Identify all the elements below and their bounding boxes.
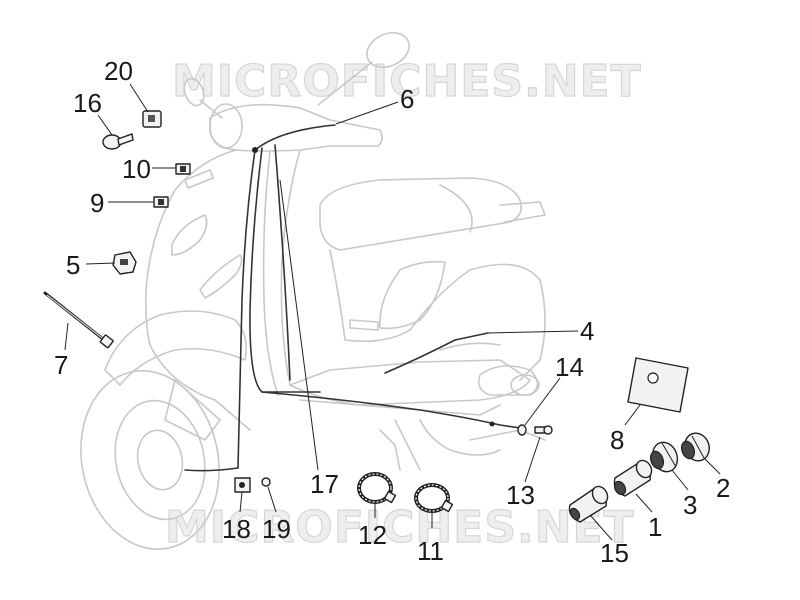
part-10-clip [175, 163, 191, 175]
part-16-screw [102, 133, 134, 150]
watermark-top: MICROFICHES.NET [172, 56, 642, 107]
callout-2: 2 [716, 473, 730, 503]
part-7-cable-tie [43, 291, 114, 349]
scooter-outline [80, 31, 546, 550]
callout-9: 9 [90, 188, 104, 218]
part-1-adjuster [613, 459, 653, 497]
part-13-bolt [517, 424, 553, 436]
part-3-nut [649, 441, 679, 473]
callout-12: 12 [358, 520, 387, 550]
callout-14: 14 [555, 352, 584, 382]
callout-3: 3 [683, 490, 697, 520]
part-15-sleeve [568, 485, 609, 523]
callout-5: 5 [66, 250, 80, 280]
callout-18: 18 [222, 514, 251, 544]
part-20-clip [142, 110, 162, 128]
part-9-clip [153, 196, 169, 208]
callout-7: 7 [54, 350, 68, 380]
watermark-bottom: MICROFICHES.NET [165, 502, 635, 553]
leader-lines [64, 83, 721, 541]
callout-10: 10 [122, 154, 151, 184]
part-19-washer [261, 477, 271, 487]
callout-16: 16 [73, 88, 102, 118]
callout-8: 8 [610, 425, 624, 455]
part-8-pad [627, 357, 689, 413]
callout-labels: 20 16 10 9 5 7 6 4 14 8 2 3 1 15 13 17 1… [54, 56, 730, 568]
part-12-clamp [357, 472, 397, 504]
part-18-bracket [234, 477, 251, 493]
part-5-connector [112, 251, 137, 275]
part-2-cap [680, 432, 710, 462]
callout-4: 4 [580, 316, 594, 346]
callout-6: 6 [400, 84, 414, 114]
callout-1: 1 [648, 512, 662, 542]
callout-13: 13 [506, 480, 535, 510]
cable-routing [184, 124, 521, 472]
callout-19: 19 [262, 514, 291, 544]
callout-15: 15 [600, 538, 629, 568]
callout-11: 11 [417, 536, 444, 566]
callout-17: 17 [310, 469, 339, 499]
callout-20: 20 [104, 56, 133, 86]
